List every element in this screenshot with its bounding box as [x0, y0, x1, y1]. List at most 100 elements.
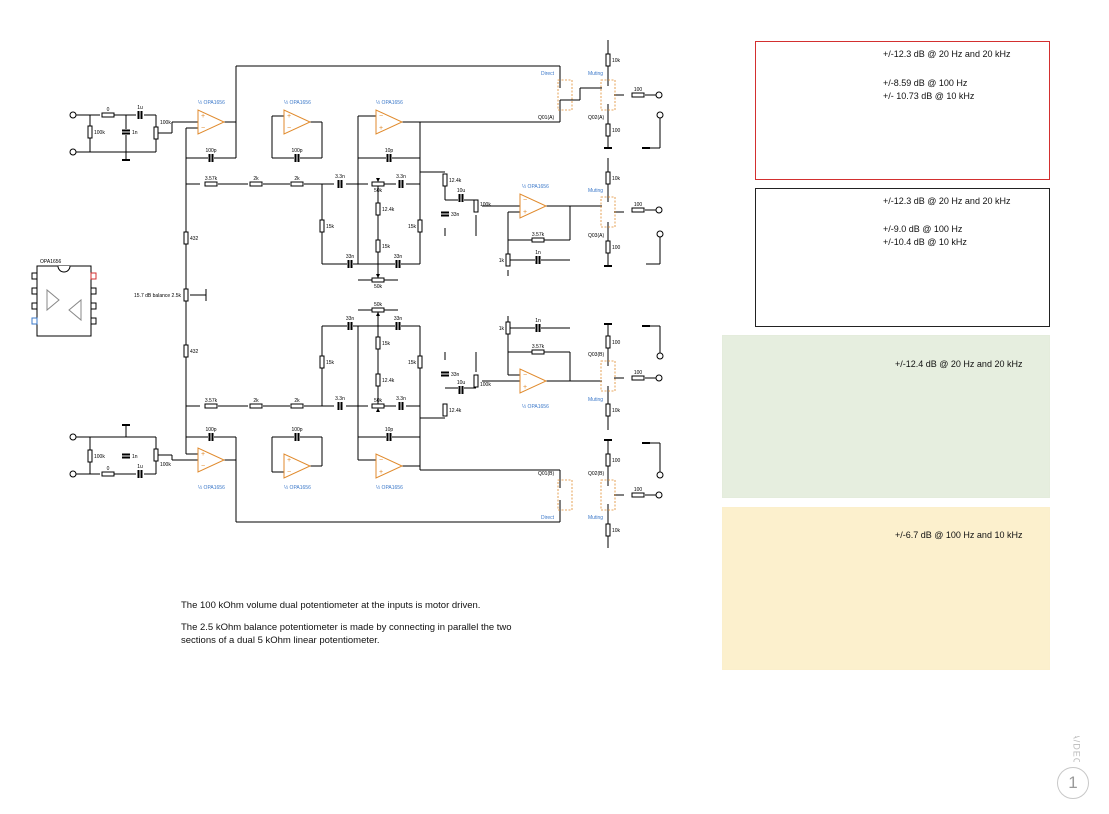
component-label: 100	[634, 487, 643, 493]
svg-text:−: −	[201, 463, 205, 470]
resistor	[204, 181, 218, 187]
output-terminal-b2	[655, 374, 663, 382]
component-label: 2k	[294, 398, 300, 404]
component-label: 10k	[612, 176, 621, 182]
input-volume-pot-a	[153, 126, 159, 140]
component-label: 2k	[294, 176, 300, 182]
component-label: 3.3n	[396, 174, 406, 180]
svg-text:−: −	[201, 125, 205, 132]
component-label: 100	[612, 128, 621, 134]
relay-direct-a	[557, 79, 573, 111]
resistor	[631, 207, 645, 213]
component-label: 12.4k	[449, 178, 462, 184]
component-label: 3.3n	[335, 174, 345, 180]
panel-1-line-1: +/-12.3 dB @ 20 Hz and 20 kHz	[883, 49, 1011, 59]
balance-label: 15.7 dB balance 2.5k	[134, 293, 181, 299]
output-ground-a2	[656, 230, 664, 238]
component-label: 3.57k	[205, 176, 218, 182]
relay-muting-label: Muting	[588, 188, 603, 194]
component-label: 15k	[326, 224, 335, 230]
potentiometer	[371, 277, 385, 283]
component-label: 1n	[535, 318, 541, 324]
svg-text:+: +	[523, 209, 527, 216]
input-ground-terminal-a	[69, 148, 77, 156]
vertical-logo: A/DEC	[1058, 736, 1088, 762]
volume-pot-a	[473, 199, 479, 213]
relay-muting-label: Muting	[588, 515, 603, 521]
tone-variant-panel-1	[755, 41, 1050, 180]
resistor	[505, 321, 511, 335]
panel-2-line-4: +/-10.4 dB @ 10 kHz	[883, 237, 967, 247]
svg-text:−: −	[523, 197, 527, 204]
capacitor	[535, 256, 541, 264]
resistor	[531, 237, 545, 243]
capacitor	[386, 154, 392, 162]
capacitor	[441, 211, 449, 217]
capacitor	[337, 402, 343, 410]
component-label: 10k	[612, 58, 621, 64]
component-label: 100p	[205, 148, 216, 154]
capacitor	[294, 154, 300, 162]
component-label: 100	[634, 370, 643, 376]
svg-text:+: +	[379, 469, 383, 476]
capacitor	[294, 433, 300, 441]
relay-direct-label: Direct	[541, 71, 555, 77]
svg-text:−: −	[379, 457, 383, 464]
svg-text:−: −	[523, 372, 527, 379]
component-label: 3.3n	[335, 396, 345, 402]
svg-text:−: −	[379, 113, 383, 120]
component-label: 33n	[451, 212, 460, 218]
volume-pot-b	[473, 374, 479, 388]
resistor	[605, 453, 611, 467]
panel-2-line-3: +/-9.0 dB @ 100 Hz	[883, 224, 963, 234]
capacitor	[337, 180, 343, 188]
component-label: 33n	[346, 316, 355, 322]
output-ground-a	[656, 111, 664, 119]
capacitor	[122, 129, 130, 135]
relay-muting-label: Muting	[588, 71, 603, 77]
relay-q01b-label: Q01(B)	[538, 471, 554, 477]
svg-text:+: +	[523, 384, 527, 391]
op-amp-label: ½ OPA1656	[198, 484, 225, 491]
relay-muting-b2	[600, 479, 616, 511]
note-balance-pot-1: The 2.5 kOhm balance potentiometer is ma…	[181, 622, 512, 633]
component-label: 33n	[346, 254, 355, 260]
capacitor	[458, 194, 464, 202]
pot-wiper	[376, 178, 380, 182]
input-volume-pot-b	[153, 448, 159, 462]
input-terminal-a	[69, 111, 77, 119]
component-label: 3.3n	[396, 396, 406, 402]
relay-muting-b1	[600, 360, 616, 392]
resistor	[631, 92, 645, 98]
relay-muting-a2	[600, 196, 616, 228]
resistor	[249, 403, 263, 409]
relay-muting-label: Muting	[588, 397, 603, 403]
resistor	[605, 335, 611, 349]
component-label: 1u	[137, 464, 143, 470]
component-label: 15k	[408, 224, 417, 230]
component-label: 50k	[374, 398, 383, 404]
logo-text: A/DEC	[1071, 736, 1082, 762]
pot-wiper	[376, 274, 380, 278]
resistor	[605, 171, 611, 185]
op-amp-b3: −+	[375, 453, 404, 479]
note-motor-pot: The 100 kOhm volume dual potentiometer a…	[181, 600, 481, 611]
panel-3-line-1: +/-12.4 dB @ 20 Hz and 20 kHz	[895, 359, 1023, 369]
op-amp-a4: −+	[519, 193, 548, 219]
resistor	[290, 403, 304, 409]
component-label: 2k	[253, 176, 259, 182]
component-label: 100k	[160, 462, 171, 468]
component-label: 100	[612, 245, 621, 251]
component-label: 15k	[382, 244, 391, 250]
op-amp-b2: +−	[283, 453, 312, 479]
resistor	[101, 112, 115, 118]
op-amp-label: ½ OPA1656	[522, 403, 549, 410]
component-label: 100p	[205, 427, 216, 433]
svg-text:+: +	[287, 457, 291, 464]
resistor	[605, 403, 611, 417]
resistor	[375, 336, 381, 350]
component-label: 33n	[451, 372, 460, 378]
capacitor	[441, 371, 449, 377]
resistor	[605, 53, 611, 67]
component-label: 100	[612, 340, 621, 346]
